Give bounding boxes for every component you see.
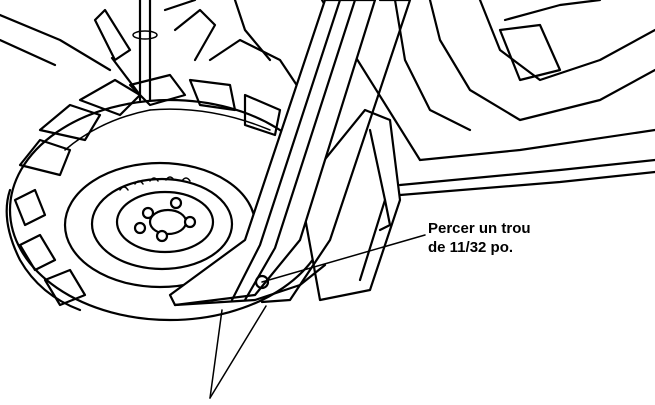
bumper-bar: [168, 0, 412, 307]
hole-leader-line: [261, 234, 426, 283]
side-panel: [298, 108, 402, 302]
edge-leader-line-left: [209, 309, 223, 399]
lug-nuts: [133, 196, 197, 243]
leader-lines: [209, 234, 426, 399]
callout-line-2: de 11/32 po.: [428, 239, 514, 256]
edge-leader-line-right: [209, 305, 267, 399]
drill-hole-callout: Percer un trou de 11/32 po.: [428, 219, 628, 257]
control-levers: [0, 0, 302, 102]
callout-line-1: Percer un trou: [428, 220, 531, 237]
